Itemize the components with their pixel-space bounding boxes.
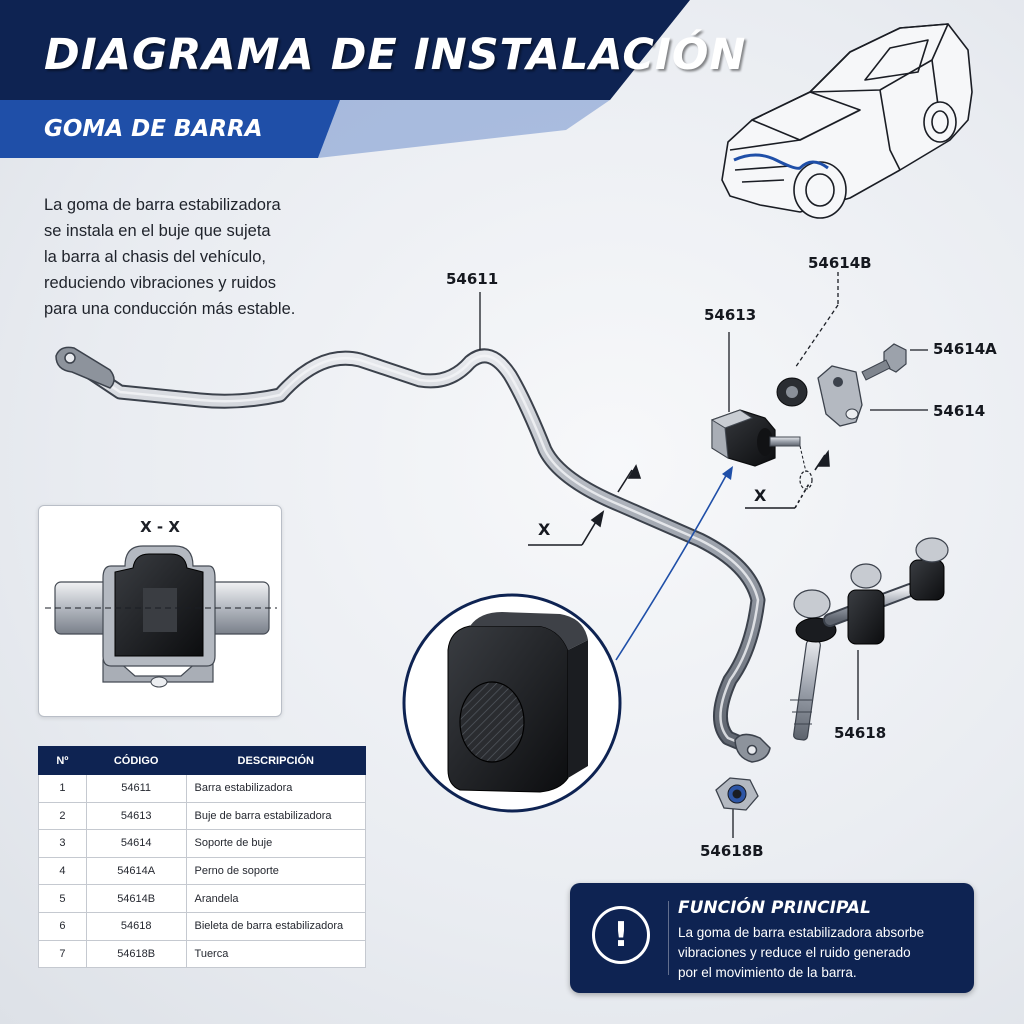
function-description: La goma de barra estabilizadora absorbe … xyxy=(678,923,968,983)
table-row: 5 54614B Arandela xyxy=(38,884,367,913)
row-description: Arandela xyxy=(185,884,367,913)
row-code: 54611 xyxy=(85,774,187,803)
section-title: X - X xyxy=(140,518,180,536)
table-row: 2 54613 Buje de barra estabilizadora xyxy=(38,801,367,831)
bolt-part xyxy=(861,343,907,381)
row-code: 54614 xyxy=(85,829,187,858)
section-cut-marks xyxy=(528,449,830,546)
row-code: 54618B xyxy=(85,939,187,969)
stabilizer-link xyxy=(790,537,949,741)
row-number: 4 xyxy=(38,856,87,886)
row-number: 5 xyxy=(38,884,87,913)
row-number: 1 xyxy=(38,774,87,803)
row-code: 54618 xyxy=(85,911,187,941)
section-view-panel: X - X xyxy=(38,505,282,717)
callout-link: 54618 xyxy=(834,724,887,742)
page-title: DIAGRAMA DE INSTALACIÓN xyxy=(44,30,747,80)
nut-part xyxy=(715,777,759,811)
intro-line: se instala en el buje que sujeta xyxy=(44,222,271,240)
function-line: por el movimiento de la barra. xyxy=(678,965,857,980)
table-row: 1 54611 Barra estabilizadora xyxy=(38,774,367,803)
car-outline xyxy=(721,23,973,219)
row-description: Soporte de buje xyxy=(185,829,367,858)
stabilizer-bar xyxy=(55,346,771,763)
bushing-assembly xyxy=(710,409,813,490)
section-view-drawing xyxy=(45,545,277,688)
parts-table: Nº CÓDIGO DESCRIPCIÓN 1 54611 Barra esta… xyxy=(38,746,367,969)
row-number: 2 xyxy=(38,801,87,831)
row-description: Barra estabilizadora xyxy=(185,774,367,803)
callout-lines xyxy=(479,272,928,838)
callout-washer: 54614B xyxy=(808,254,872,272)
table-row: 6 54618 Bieleta de barra estabilizadora xyxy=(38,911,367,941)
bushing-zoom-detail xyxy=(402,466,733,813)
callout-bolt: 54614A xyxy=(933,340,997,358)
function-line: La goma de barra estabilizadora absorbe xyxy=(678,925,925,940)
intro-text: La goma de barra estabilizadora se insta… xyxy=(44,192,344,322)
column-header-number: Nº xyxy=(38,746,87,775)
row-number: 7 xyxy=(38,939,87,969)
intro-line: la barra al chasis del vehículo, xyxy=(44,248,266,266)
row-code: 54614B xyxy=(85,884,187,913)
callout-bracket: 54614 xyxy=(933,402,986,420)
callout-bushing: 54613 xyxy=(704,306,757,324)
row-number: 3 xyxy=(38,829,87,858)
function-info-box: ! FUNCIÓN PRINCIPAL La goma de barra est… xyxy=(570,883,974,993)
exclamation-icon: ! xyxy=(592,906,650,964)
intro-line: La goma de barra estabilizadora xyxy=(44,196,281,214)
table-row: 4 54614A Perno de soporte xyxy=(38,856,367,886)
intro-line: reduciendo vibraciones y ruidos xyxy=(44,274,277,292)
washer-part xyxy=(776,377,808,407)
table-row: 3 54614 Soporte de buje xyxy=(38,829,367,858)
table-row: 7 54618B Tuerca xyxy=(38,939,367,969)
header-band xyxy=(0,0,690,158)
function-title: FUNCIÓN PRINCIPAL xyxy=(678,898,871,918)
table-header-row: Nº CÓDIGO DESCRIPCIÓN xyxy=(38,746,367,775)
row-description: Perno de soporte xyxy=(185,856,367,886)
section-mark-detail: X xyxy=(754,486,767,505)
callout-nut: 54618B xyxy=(700,842,764,860)
column-header-code: CÓDIGO xyxy=(85,746,187,775)
function-divider xyxy=(668,901,669,975)
function-line: vibraciones y reduce el ruido generado xyxy=(678,945,911,960)
bracket-part xyxy=(817,365,863,427)
row-description: Buje de barra estabilizadora xyxy=(185,801,367,831)
column-header-description: DESCRIPCIÓN xyxy=(185,746,367,775)
row-description: Bieleta de barra estabilizadora xyxy=(185,911,367,941)
row-code: 54613 xyxy=(85,801,187,831)
intro-line: para una conducción más estable. xyxy=(44,300,296,318)
row-number: 6 xyxy=(38,911,87,941)
row-code: 54614A xyxy=(85,856,187,886)
page-subtitle: GOMA DE BARRA xyxy=(44,116,263,142)
section-mark-main: X xyxy=(538,520,551,539)
callout-bar: 54611 xyxy=(446,270,499,288)
row-description: Tuerca xyxy=(185,939,367,969)
